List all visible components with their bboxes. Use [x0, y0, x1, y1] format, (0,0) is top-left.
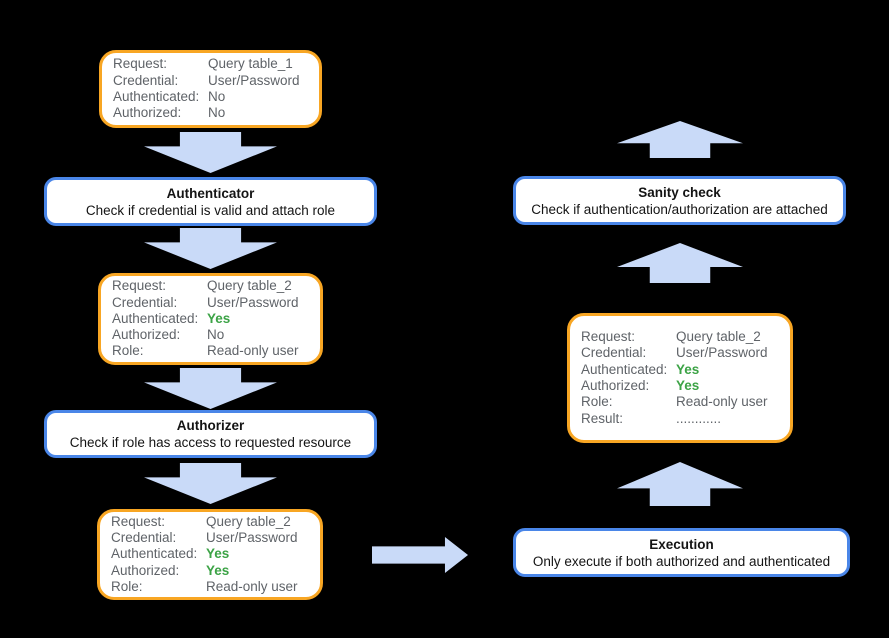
row-label: Authorized: [112, 327, 181, 343]
process-title: Authenticator [166, 185, 255, 201]
row-label: Role: [581, 394, 613, 410]
row-label: Credential: [113, 72, 179, 88]
row-label: Authenticated: [112, 310, 199, 326]
process-title: Authorizer [176, 418, 245, 433]
state-row: Authorized: No [113, 105, 319, 121]
row-value: Yes [676, 361, 700, 377]
process-subtitle: Check if authentication/authorization ar… [531, 201, 828, 217]
row-value: No [208, 105, 226, 121]
row-label: Authorized: [581, 378, 650, 393]
row-label: Role: [111, 578, 143, 594]
row-value: No [207, 327, 225, 343]
process-subtitle: Check if role has access to requested re… [69, 435, 352, 450]
state-row: Credential: User/Password [581, 345, 790, 361]
process-subtitle: Only execute if both authorized and auth… [532, 553, 831, 569]
state-row: Credential: User/Password [113, 73, 319, 89]
state-row: Request: Query table_2 [112, 278, 320, 294]
row-label: Authorized: [113, 105, 182, 121]
row-label: Role: [112, 343, 144, 359]
row-value: Query table_2 [676, 329, 761, 345]
state-row: Role: Read-only user [111, 579, 320, 595]
process-subtitle: Check if credential is valid and attach … [85, 202, 336, 218]
arrow-right-icon [372, 537, 468, 573]
row-label: Authenticated: [113, 89, 200, 104]
arrow-down-icon [144, 228, 277, 269]
state-row: Credential: User/Password [111, 530, 320, 546]
arrow-down-icon [144, 132, 277, 173]
row-label: Request: [111, 513, 166, 529]
row-value: Yes [206, 562, 230, 578]
state-row: Authorized: Yes [111, 563, 320, 579]
row-value: User/Password [676, 345, 768, 361]
state-row: Request: Query table_1 [113, 56, 319, 72]
row-label: Authenticated: [581, 361, 668, 377]
process-title: Sanity check [638, 184, 721, 200]
row-value: Query table_2 [206, 513, 291, 529]
arrow-up-icon [617, 121, 743, 158]
state-row: Authenticated: Yes [111, 546, 320, 562]
process-title: Execution [649, 536, 714, 552]
process-box-authenticator: Authenticator Check if credential is val… [44, 177, 377, 226]
row-value: User/Password [208, 72, 300, 88]
state-box-after-authorization: Request: Query table_2 Credential: User/… [97, 509, 323, 600]
state-box-after-authentication: Request: Query table_2 Credential: User/… [98, 273, 323, 365]
state-row: Authenticated: Yes [581, 362, 790, 378]
process-box-sanity-check: Sanity check Check if authentication/aut… [513, 176, 846, 225]
state-row: Role: Read-only user [581, 394, 790, 410]
row-label: Authenticated: [111, 546, 198, 562]
process-box-authorizer: Authorizer Check if role has access to r… [44, 410, 377, 458]
row-label: Credential: [111, 530, 177, 546]
state-row: Authorized: No [112, 327, 320, 343]
row-value: Yes [207, 310, 231, 326]
row-value: Read-only user [207, 343, 299, 359]
state-box-after-execution: Request: Query table_2 Credential: User/… [567, 313, 793, 443]
row-value: Yes [206, 546, 230, 562]
state-row: Request: Query table_2 [581, 329, 790, 345]
row-label: Authorized: [111, 562, 180, 578]
arrow-up-icon [617, 243, 743, 283]
row-value: User/Password [206, 530, 298, 546]
row-value: Query table_1 [208, 56, 293, 72]
arrow-up-icon [617, 462, 743, 506]
row-value: ............ [676, 410, 722, 426]
row-value: Read-only user [206, 578, 298, 594]
row-value: Read-only user [676, 394, 768, 410]
state-row: Role: Read-only user [112, 343, 320, 359]
process-box-execution: Execution Only execute if both authorize… [513, 528, 850, 577]
state-row: Result: ............ [581, 411, 790, 427]
row-value: No [208, 89, 226, 104]
state-row: Request: Query table_2 [111, 514, 320, 530]
state-row: Authenticated: No [113, 89, 319, 105]
row-label: Request: [113, 56, 168, 72]
row-value: Yes [676, 378, 700, 393]
row-value: Query table_2 [207, 278, 292, 294]
row-label: Result: [581, 410, 624, 426]
row-label: Request: [581, 329, 636, 345]
state-row: Authorized: Yes [581, 378, 790, 394]
row-label: Credential: [112, 294, 178, 310]
row-label: Request: [112, 278, 167, 294]
row-label: Credential: [581, 345, 647, 361]
state-box-initial-request: Request: Query table_1 Credential: User/… [99, 50, 322, 128]
row-value: User/Password [207, 294, 299, 310]
state-row: Authenticated: Yes [112, 311, 320, 327]
arrow-down-icon [144, 463, 277, 504]
state-row: Credential: User/Password [112, 295, 320, 311]
arrow-down-icon [144, 368, 277, 409]
